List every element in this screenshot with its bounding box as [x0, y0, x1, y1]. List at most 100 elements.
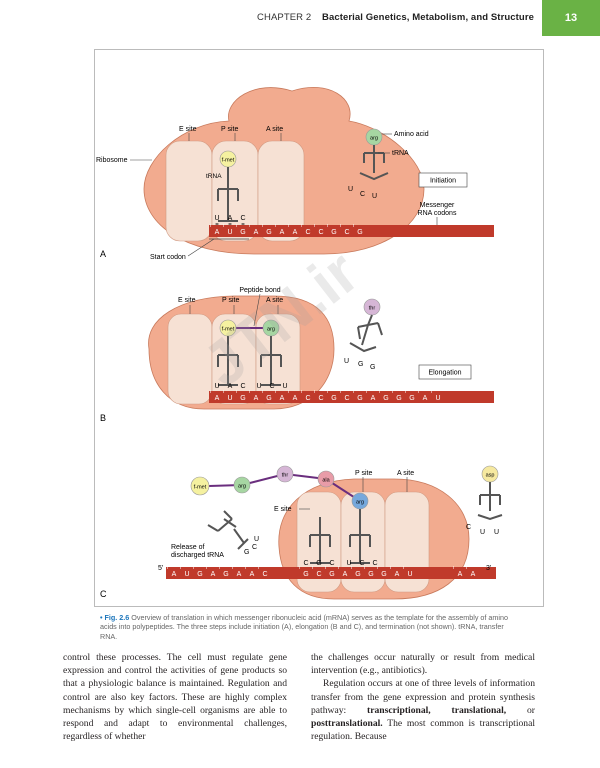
label-p-site-a: P site — [221, 126, 238, 133]
anticodon-base: U — [254, 536, 259, 543]
mrna-base: U — [227, 229, 232, 236]
caption-label: Fig. 2.6 — [104, 613, 130, 622]
anticodon-base: G — [370, 364, 375, 371]
body-paragraph: Regulation occurs at one of three levels… — [311, 677, 535, 743]
body-text: or — [506, 704, 535, 716]
label-ribosome: Ribosome — [96, 157, 128, 164]
anticodon-base: C — [252, 544, 257, 551]
aa-label: f-met — [222, 158, 235, 164]
label-a-site-c: A site — [397, 470, 414, 477]
thr-icon — [276, 465, 294, 483]
label-e-site-b: E site — [178, 297, 196, 304]
label-start-codon: Start codon — [150, 254, 186, 261]
stage-label-elongation: Elongation — [428, 370, 461, 377]
mrna-base: C — [344, 229, 349, 236]
trna-shape — [217, 336, 239, 386]
aa-label: f-met — [194, 485, 207, 491]
leader — [253, 293, 261, 327]
trna-p-site-a: f-met — [217, 150, 239, 222]
aa-label: ala — [322, 478, 330, 484]
label-a-site-b: A site — [266, 297, 283, 304]
anticodon-base: U — [346, 560, 351, 567]
trna-shape — [359, 145, 389, 181]
anticodon-base: U — [480, 529, 485, 536]
panel-b: E site P site A site Peptide bond f-met … — [100, 287, 494, 423]
anticodon-base: C — [269, 383, 274, 390]
mrna-base: C — [316, 571, 321, 578]
mrna-base: G — [357, 229, 362, 236]
aa-label: arg — [356, 500, 364, 506]
mrna-base: C — [344, 395, 349, 402]
anticodon-base: U — [214, 383, 219, 390]
stage-box-initiation — [418, 172, 468, 188]
mrna-base: U — [435, 395, 440, 402]
mrna-base: A — [254, 395, 259, 402]
panel-letter-c: C — [100, 589, 107, 599]
anticodon-base: U — [214, 215, 219, 222]
anticodon-base: G — [244, 549, 249, 556]
label-incoming-trna: tRNA — [392, 150, 409, 157]
mrna-base: G — [381, 571, 386, 578]
mrna-base: C — [318, 229, 323, 236]
mrna-strand-b — [209, 391, 494, 403]
label-trna-a: tRNA — [206, 173, 222, 180]
anticodon-base: U — [372, 193, 377, 200]
anticodon-base: A — [228, 215, 233, 222]
trna-shape — [260, 336, 282, 386]
mrna-base: A — [395, 571, 400, 578]
panel-c: P site A site E site f-met arg thr ala a… — [100, 465, 503, 600]
trna-shape — [349, 314, 383, 353]
mrna-base: A — [254, 229, 259, 236]
mrna-base: A — [172, 571, 177, 578]
mrna-base: G — [331, 395, 336, 402]
mrna-base: A — [280, 395, 285, 402]
label-three-prime: 3' — [486, 565, 491, 572]
mrna-base: A — [293, 229, 298, 236]
mrna-base: A — [280, 229, 285, 236]
label-e-site-c: E site — [274, 506, 292, 513]
mrna-base: G — [223, 571, 228, 578]
label-a-site-a: A site — [266, 126, 283, 133]
mrna-strand-c — [166, 567, 496, 579]
anticodon-base: G — [316, 560, 321, 567]
aa-label: thr — [369, 306, 376, 312]
chapter-title: Bacterial Genetics, Metabolism, and Stru… — [322, 12, 534, 23]
label-e-site-a: E site — [179, 126, 197, 133]
incoming-trna-c: asp C U U — [466, 465, 503, 536]
figure-translation: E site P site A site Ribosome f-met tRNA… — [94, 49, 544, 607]
aa-label: arg — [238, 484, 246, 490]
e-site-a — [165, 140, 213, 242]
mrna-base: A — [211, 571, 216, 578]
mrna-base: U — [184, 571, 189, 578]
aa-label: thr — [282, 473, 289, 479]
panel-letter-a: A — [100, 249, 106, 259]
body-paragraph: the challenges occur naturally or result… — [311, 652, 535, 677]
mrna-base: A — [371, 395, 376, 402]
mrna-base: G — [396, 395, 401, 402]
anticodon-base: C — [240, 383, 245, 390]
mrna-base: A — [471, 571, 476, 578]
aa-label: arg — [370, 136, 378, 142]
mrna-base: G — [409, 395, 414, 402]
mrna-base: G — [331, 229, 336, 236]
mrna-base: G — [266, 229, 271, 236]
body-text: Regulation occurs at one of three levels… — [311, 678, 535, 716]
running-head: CHAPTER 2 Bacterial Genetics, Metabolism… — [0, 0, 600, 36]
e-site-b — [167, 313, 213, 405]
figure-caption: • Fig. 2.6 Overview of translation in wh… — [100, 613, 520, 641]
label-release-1: Release of — [171, 544, 205, 551]
mrna-base: A — [423, 395, 428, 402]
label-amino-acid: Amino acid — [394, 131, 429, 138]
mrna-base: G — [383, 395, 388, 402]
trna-a-site-b: arg — [260, 319, 282, 386]
anticodon-base: U — [344, 358, 349, 365]
f-met-icon — [190, 476, 210, 496]
mrna-base: A — [458, 571, 463, 578]
stage-box-elongation — [418, 364, 472, 380]
aa-label: arg — [267, 327, 275, 333]
aa-label: f-met — [222, 327, 235, 333]
mrna-base: U — [227, 395, 232, 402]
